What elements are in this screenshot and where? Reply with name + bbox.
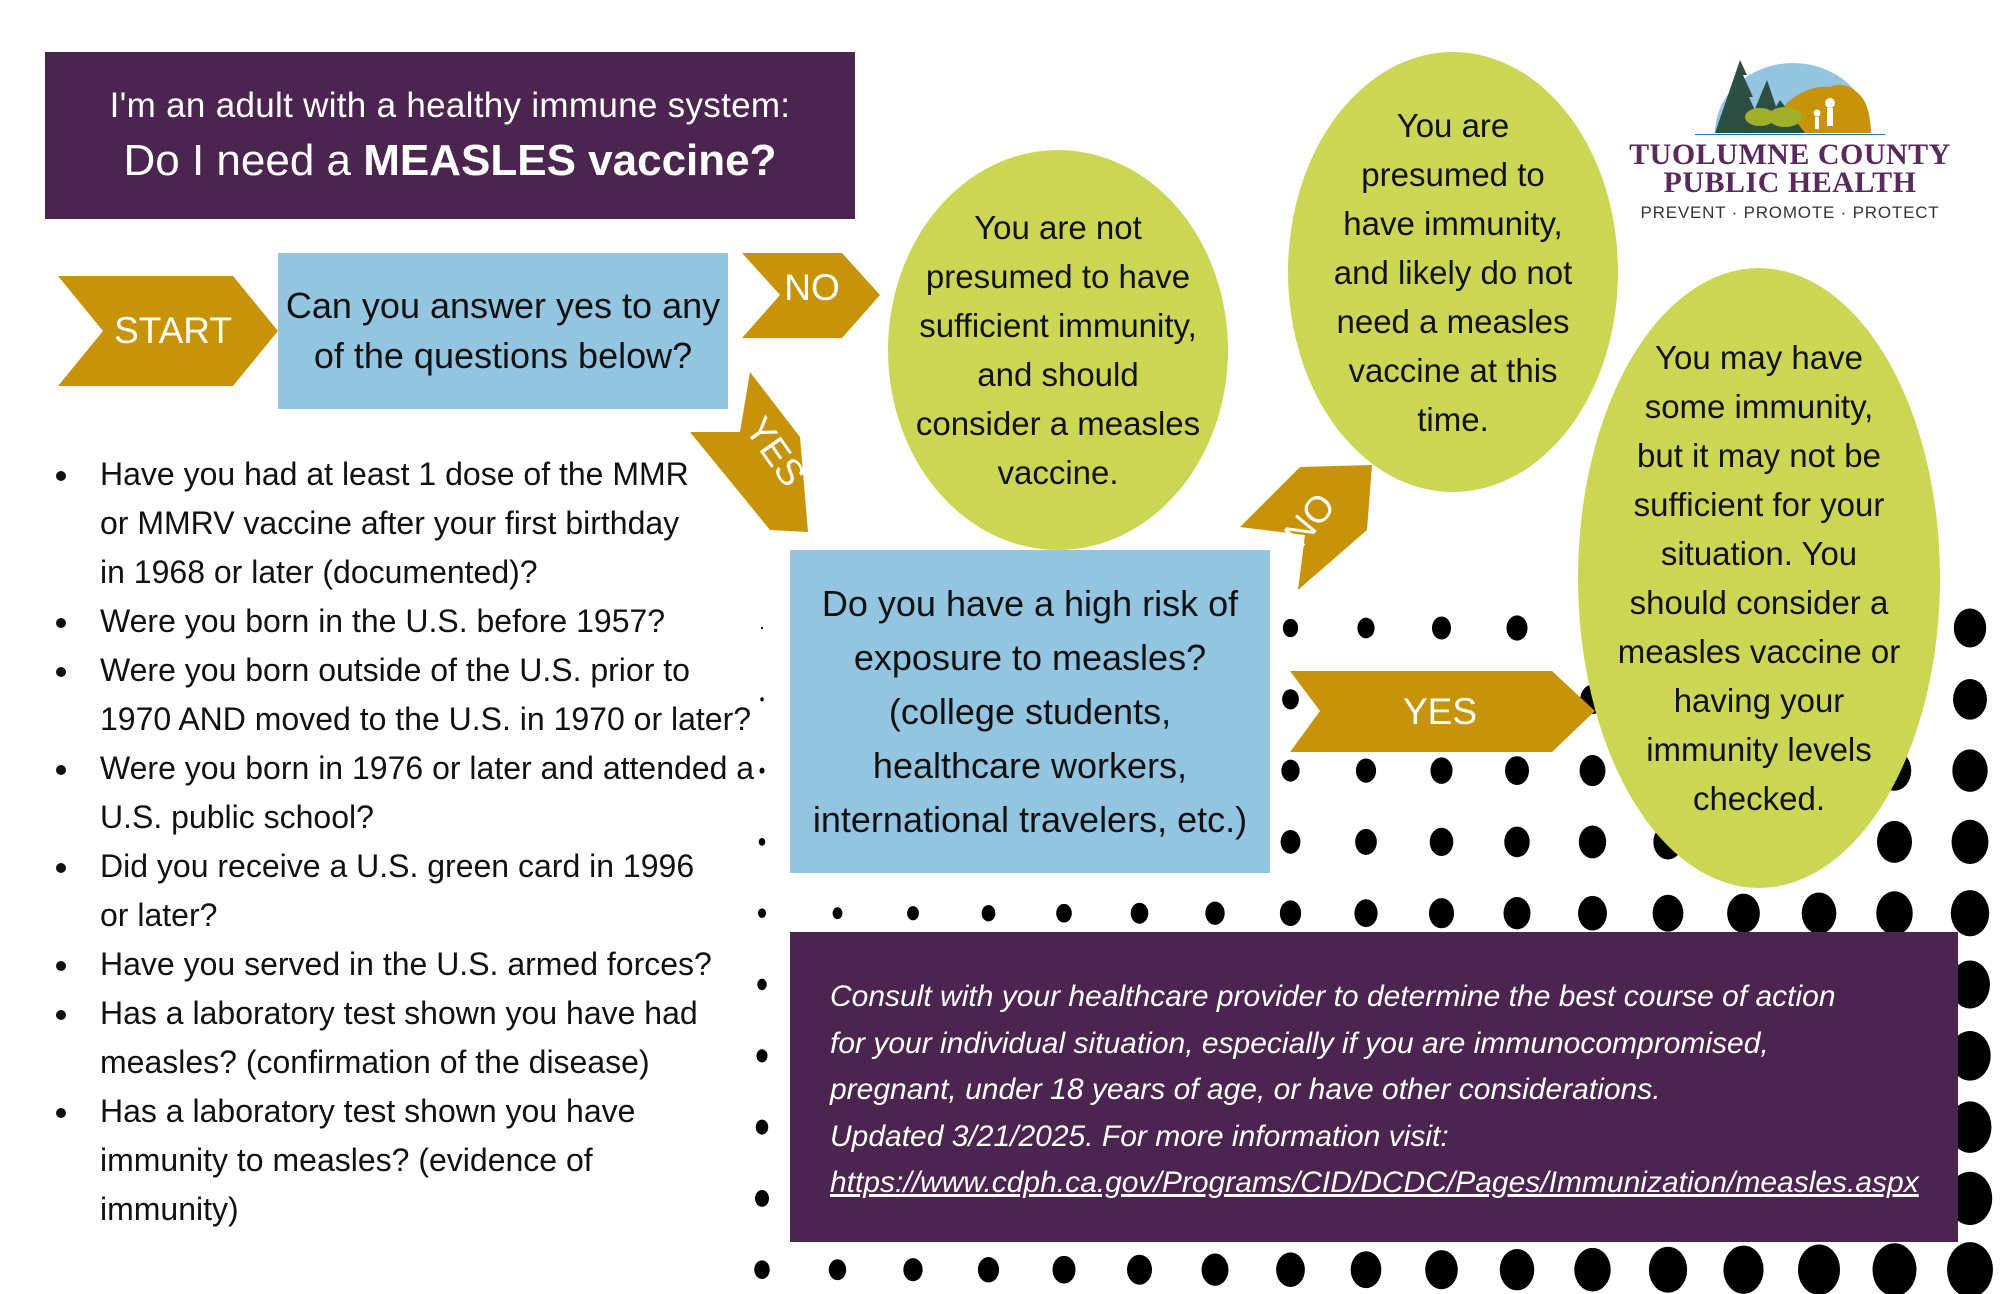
cdph-measles-link[interactable]: https://www.cdph.ca.gov/Programs/CID/DCD…: [830, 1166, 1919, 1199]
question-2-box: Do you have a high risk of exposure to m…: [790, 550, 1270, 873]
logo-name-line1: TUOLUMNE COUNTY: [1629, 138, 1951, 171]
question-item: Have you served in the U.S. armed forces…: [56, 940, 750, 989]
q1-no-label: NO: [784, 267, 840, 308]
q2-yes-label: YES: [1402, 690, 1478, 732]
outcome-immune-oval: You are presumed to have immunity, and l…: [1288, 52, 1618, 492]
chevron-arrow-icon: [690, 372, 808, 532]
q1-yes-arrow: YES: [690, 372, 850, 537]
q2-yes-arrow: YES: [1290, 671, 1595, 752]
eligibility-questions-list: Have you had at least 1 dose of the MMR …: [50, 450, 754, 1234]
question-item: Did you receive a U.S. green card in 199…: [56, 842, 700, 940]
chevron-arrow-icon: [1290, 671, 1595, 752]
logo-tagline: PREVENT · PROMOTE · PROTECT: [1640, 203, 1940, 222]
question-item: Has a laboratory test shown you have had…: [56, 989, 730, 1087]
consult-provider-note: Consult with your healthcare provider to…: [790, 932, 1958, 1242]
title-banner: I'm an adult with a healthy immune syste…: [45, 52, 855, 219]
question-item: Have you had at least 1 dose of the MMR …: [56, 450, 700, 597]
question-item: Were you born in 1976 or later and atten…: [56, 744, 760, 842]
mountains-trees-family-logo-icon: [1695, 60, 1885, 135]
question-item: Were you born outside of the U.S. prior …: [56, 646, 760, 744]
question-item: Has a laboratory test shown you have imm…: [56, 1087, 700, 1234]
question-item: Were you born in the U.S. before 1957?: [56, 597, 750, 646]
start-arrow: START: [58, 276, 278, 386]
chevron-arrow-icon: [58, 276, 278, 386]
title-heading: Do I need a MEASLES vaccine?: [123, 135, 777, 185]
title-subheading: I'm an adult with a healthy immune syste…: [109, 85, 791, 125]
chevron-arrow-icon: [1240, 465, 1372, 590]
q1-no-arrow: NO: [742, 253, 880, 338]
question-1-box: Can you answer yes to any of the questio…: [278, 253, 728, 409]
logo-name-line2: PUBLIC HEALTH: [1663, 166, 1917, 199]
outcome-some-immunity-oval: You may have some immunity, but it may n…: [1578, 268, 1940, 888]
start-label: START: [114, 310, 232, 351]
q2-no-arrow: NO: [1240, 465, 1380, 595]
tuolumne-county-public-health-logo: TUOLUMNE COUNTY PUBLIC HEALTH PREVENT · …: [1620, 55, 1960, 235]
chevron-arrow-icon: [742, 253, 880, 338]
outcome-not-immune-oval: You are not presumed to have sufficient …: [888, 150, 1228, 550]
